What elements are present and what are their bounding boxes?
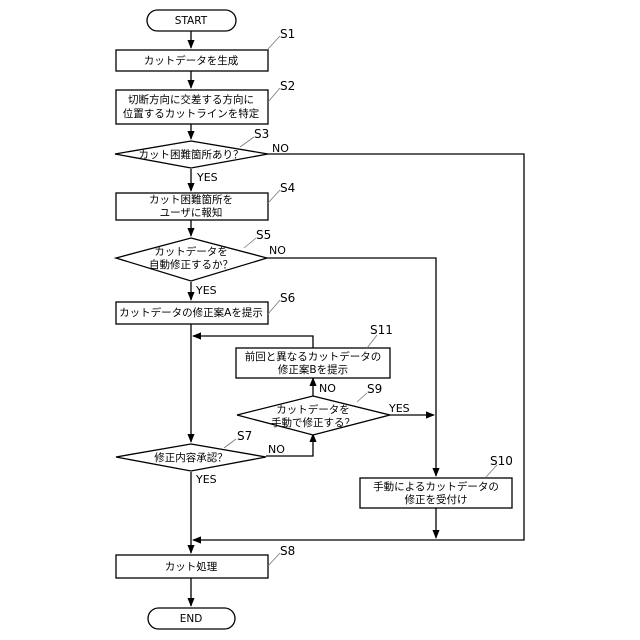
s5-no-label: NO	[269, 244, 286, 257]
s3-id: S3	[254, 127, 269, 141]
s2-text-line1: 切断方向に交差する方向に	[128, 93, 254, 106]
edge-s11-loop	[193, 336, 313, 348]
step-s2: 切断方向に交差する方向に 位置するカットラインを特定 S2	[116, 79, 295, 124]
s10-id: S10	[490, 454, 513, 468]
s5-yes-label: YES	[195, 284, 217, 297]
s1-id: S1	[280, 27, 295, 41]
s8-id: S8	[280, 544, 295, 558]
s2-text-line2: 位置するカットラインを特定	[123, 107, 260, 120]
s6-text: カットデータの修正案Aを提示	[119, 306, 263, 319]
s4-text-line1: カット困難箇所を	[149, 193, 233, 206]
s11-text-line1: 前回と異なるカットデータの	[245, 350, 382, 363]
s9-no-label: NO	[319, 382, 336, 395]
s7-id: S7	[237, 429, 252, 443]
start-terminal: START	[147, 10, 236, 31]
s4-id: S4	[280, 181, 295, 195]
s5-text-line2: 自動修正するか？	[149, 258, 233, 271]
s9-text-line1: カットデータを	[276, 403, 350, 416]
step-s4: カット困難箇所を ユーザに報知 S4	[116, 181, 295, 220]
s7-text: 修正内容承認？	[154, 451, 228, 464]
s2-id: S2	[280, 79, 295, 93]
step-s11: 前回と異なるカットデータの 修正案Bを提示 S11	[236, 323, 393, 378]
end-label: END	[180, 613, 203, 625]
s3-text: カット困難箇所あり？	[139, 148, 244, 161]
s11-id: S11	[370, 323, 393, 337]
decision-s3: カット困難箇所あり？ S3 NO YES	[115, 127, 289, 184]
end-terminal: END	[148, 608, 235, 629]
s10-text-line1: 手動によるカットデータの	[373, 480, 499, 493]
s7-yes-label: YES	[195, 473, 217, 486]
s9-text-line2: 手動で修正する？	[271, 416, 355, 429]
decision-s7: 修正内容承認？ S7 NO YES	[116, 429, 285, 486]
decision-s5: カットデータを 自動修正するか？ S5 NO YES	[116, 228, 286, 297]
s3-no-label: NO	[272, 142, 289, 155]
step-s1: カットデータを生成 S1	[116, 27, 295, 71]
decision-s9: カットデータを 手動で修正する？ S9 NO YES	[237, 382, 410, 435]
s6-id: S6	[280, 291, 295, 305]
step-s8: カット処理 S8	[116, 544, 295, 578]
s11-text-line2: 修正案Bを提示	[278, 363, 348, 376]
s5-text-line1: カットデータを	[154, 245, 228, 258]
s1-text: カットデータを生成	[144, 54, 239, 67]
start-label: START	[175, 15, 208, 27]
s5-id: S5	[256, 228, 271, 242]
s9-yes-label: YES	[388, 402, 410, 415]
s8-text: カット処理	[165, 560, 218, 573]
s3-yes-label: YES	[196, 171, 218, 184]
s10-text-line2: 修正を受付け	[405, 493, 468, 506]
s7-no-label: NO	[268, 443, 285, 456]
s9-id: S9	[367, 382, 382, 396]
s4-text-line2: ユーザに報知	[160, 206, 223, 219]
